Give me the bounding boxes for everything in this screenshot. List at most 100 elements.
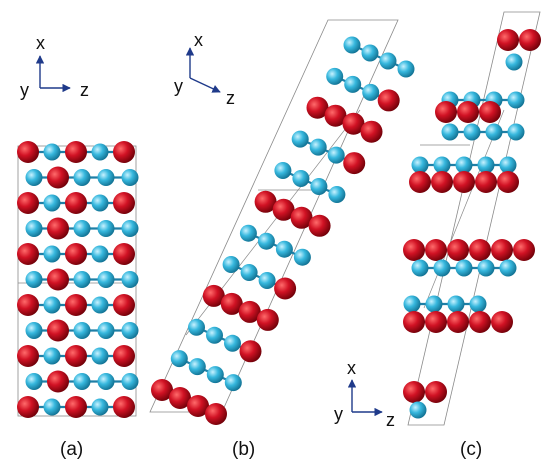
red-atom: [409, 171, 431, 193]
red-atom: [113, 243, 135, 265]
cyan-atom: [170, 350, 188, 368]
cyan-atom: [43, 347, 61, 365]
red-atom: [431, 171, 453, 193]
red-atom: [202, 284, 225, 307]
cyan-atom: [73, 373, 91, 390]
red-atom: [17, 396, 39, 418]
cyan-atom: [505, 53, 523, 71]
cyan-atom: [411, 259, 429, 277]
axis-label-right-a: z: [80, 80, 89, 100]
red-atom: [47, 166, 69, 189]
red-atom: [17, 243, 39, 265]
red-atom: [47, 370, 69, 393]
cyan-atom: [499, 156, 517, 174]
red-atom: [113, 345, 135, 367]
red-atom: [324, 104, 347, 127]
panel-b: x y z (b): [149, 19, 415, 460]
red-atom: [254, 190, 277, 213]
axes-indicator-b: x y z: [174, 30, 235, 108]
axes-indicator-c: x y z: [334, 358, 395, 430]
red-atom: [65, 294, 87, 316]
unit-cell-c: [407, 11, 541, 426]
red-atom: [435, 101, 457, 123]
cyan-atom: [97, 373, 115, 390]
cyan-atom: [310, 178, 328, 195]
red-atom: [491, 311, 513, 333]
cyan-atom: [469, 295, 487, 313]
cyan-atom: [257, 232, 275, 250]
panel-label-c: (c): [460, 439, 482, 460]
cyan-atom: [293, 248, 311, 266]
cyan-atom: [397, 60, 415, 78]
axis-label-up-a: x: [36, 33, 45, 53]
cyan-atom: [239, 224, 257, 242]
panel-label-b: (b): [232, 439, 255, 460]
red-atom: [343, 152, 366, 175]
cyan-atom: [344, 75, 362, 93]
red-atom: [272, 198, 295, 221]
cyan-atom: [240, 264, 258, 281]
red-atom: [425, 381, 447, 403]
cyan-atom: [343, 36, 361, 54]
red-atom: [17, 141, 39, 163]
cyan-atom: [97, 322, 115, 339]
red-atom: [65, 243, 87, 265]
cyan-atom: [121, 220, 139, 237]
cyan-atom: [121, 322, 139, 339]
red-atom: [47, 319, 69, 342]
cyan-atom: [43, 398, 61, 416]
red-atom: [65, 192, 87, 214]
red-atom: [403, 239, 425, 261]
red-atom: [17, 192, 39, 214]
red-atom: [513, 239, 535, 261]
red-atom: [519, 29, 541, 51]
red-atom: [306, 96, 329, 119]
cyan-atom: [258, 272, 276, 289]
cyan-atom: [25, 271, 43, 288]
red-atom: [497, 29, 519, 51]
cyan-atom: [121, 271, 139, 288]
cyan-atom: [425, 295, 443, 313]
red-atom: [113, 396, 135, 418]
cyan-atom: [222, 256, 240, 273]
cyan-atom: [43, 296, 61, 314]
cyan-atom: [73, 220, 91, 237]
red-atom: [425, 311, 447, 333]
red-atom: [238, 300, 261, 323]
red-atom: [17, 345, 39, 367]
cyan-atom: [274, 162, 292, 179]
red-atom: [151, 379, 173, 401]
atom-lattice-a: [17, 141, 139, 418]
cyan-atom: [433, 259, 451, 277]
cyan-atom: [275, 240, 293, 258]
cyan-atom: [499, 259, 517, 277]
panel-a: x y z (a): [17, 33, 139, 460]
axis-label-left-b: y: [174, 76, 183, 96]
cyan-atom: [362, 83, 380, 101]
cyan-atom: [25, 220, 43, 237]
axes-indicator-a: x y z: [20, 33, 89, 100]
axis-label-right-b: z: [226, 88, 235, 108]
cyan-atom: [292, 170, 310, 187]
red-atom: [308, 214, 331, 237]
cyan-atom: [91, 347, 109, 365]
red-atom: [113, 192, 135, 214]
cyan-atom: [73, 271, 91, 288]
axis-label-right-c: z: [386, 410, 395, 430]
red-atom: [205, 403, 227, 425]
cyan-atom: [224, 374, 242, 392]
red-atom: [47, 268, 69, 291]
red-atom: [447, 239, 469, 261]
atom-lattice-c: [403, 29, 541, 419]
cyan-atom: [25, 373, 43, 390]
cyan-atom: [411, 156, 429, 174]
red-atom: [274, 277, 297, 300]
cyan-atom: [91, 245, 109, 263]
cyan-atom: [477, 259, 495, 277]
cyan-atom: [224, 334, 241, 352]
red-atom: [425, 239, 447, 261]
red-atom: [475, 171, 497, 193]
cyan-atom: [361, 44, 379, 62]
red-atom: [65, 396, 87, 418]
